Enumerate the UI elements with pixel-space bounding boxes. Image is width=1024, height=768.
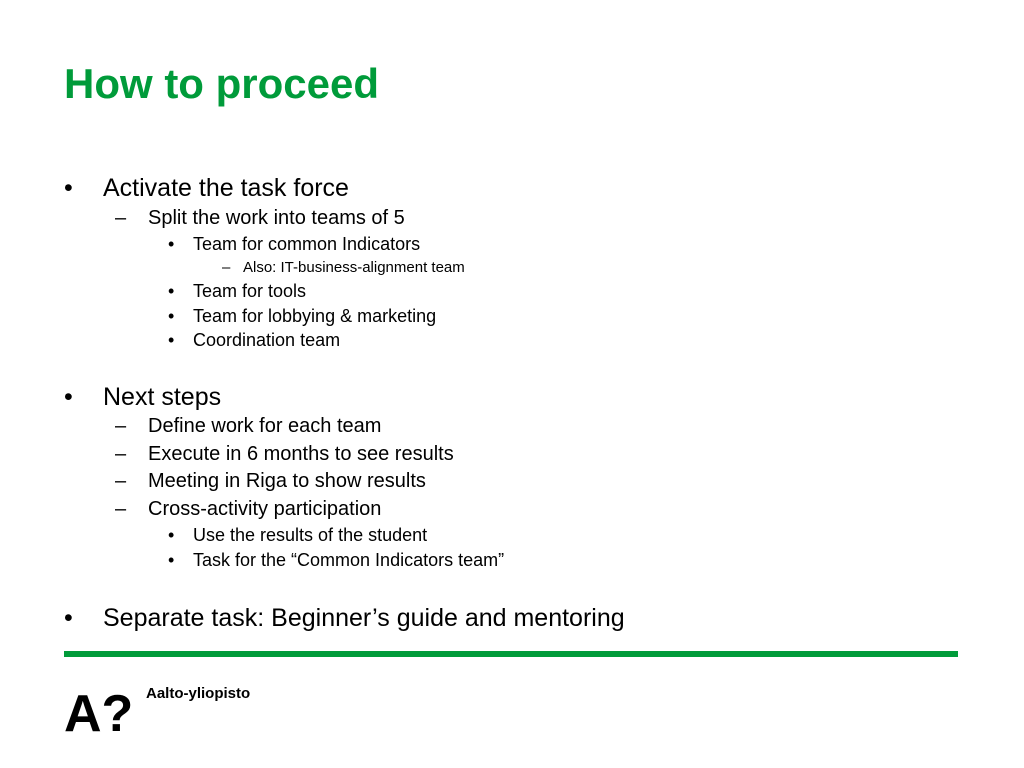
- logo-text: Aalto-yliopisto: [146, 685, 251, 702]
- bullet-text: Team for tools: [193, 281, 307, 301]
- dash-marker: –: [222, 259, 231, 276]
- logo-mark: A?: [64, 686, 133, 734]
- slide-title: How to proceed: [64, 60, 380, 107]
- dash-marker: –: [115, 443, 127, 465]
- bullet-text: Team for lobbying & marketing: [193, 306, 437, 326]
- bullet-marker: •: [168, 525, 175, 545]
- bullet-text: Use the results of the student: [193, 525, 428, 545]
- bullet-marker: •: [168, 234, 175, 254]
- aalto-logo: A?: [64, 686, 133, 734]
- dash-marker: –: [115, 415, 127, 437]
- dash-marker: –: [115, 470, 127, 492]
- bullet-marker: •: [64, 383, 73, 411]
- bullet-marker: •: [168, 306, 175, 326]
- bullet-text: Also: IT-business-alignment team: [243, 259, 465, 276]
- bullet-marker: •: [168, 281, 175, 301]
- bullet-text: Cross-activity participation: [148, 498, 382, 520]
- bullet-text: Activate the task force: [103, 174, 349, 202]
- bullet-text: Separate task: Beginner’s guide and ment…: [103, 604, 625, 632]
- bullet-marker: •: [168, 550, 175, 570]
- bullet-text: Next steps: [103, 383, 222, 411]
- bullet-text: Define work for each team: [148, 415, 382, 437]
- dash-marker: –: [115, 498, 127, 520]
- bullet-text: Team for common Indicators: [193, 234, 421, 254]
- bullet-marker: •: [168, 330, 175, 350]
- bullet-marker: •: [64, 174, 73, 202]
- bullet-text: Execute in 6 months to see results: [148, 443, 454, 465]
- bullet-text: Task for the “Common Indicators team”: [193, 550, 505, 570]
- bullet-marker: •: [64, 604, 73, 632]
- dash-marker: –: [115, 207, 127, 229]
- footer-divider: [64, 651, 958, 657]
- bullet-text: Coordination team: [193, 330, 341, 350]
- bullet-text: Meeting in Riga to show results: [148, 470, 426, 492]
- bullet-text: Split the work into teams of 5: [148, 207, 405, 229]
